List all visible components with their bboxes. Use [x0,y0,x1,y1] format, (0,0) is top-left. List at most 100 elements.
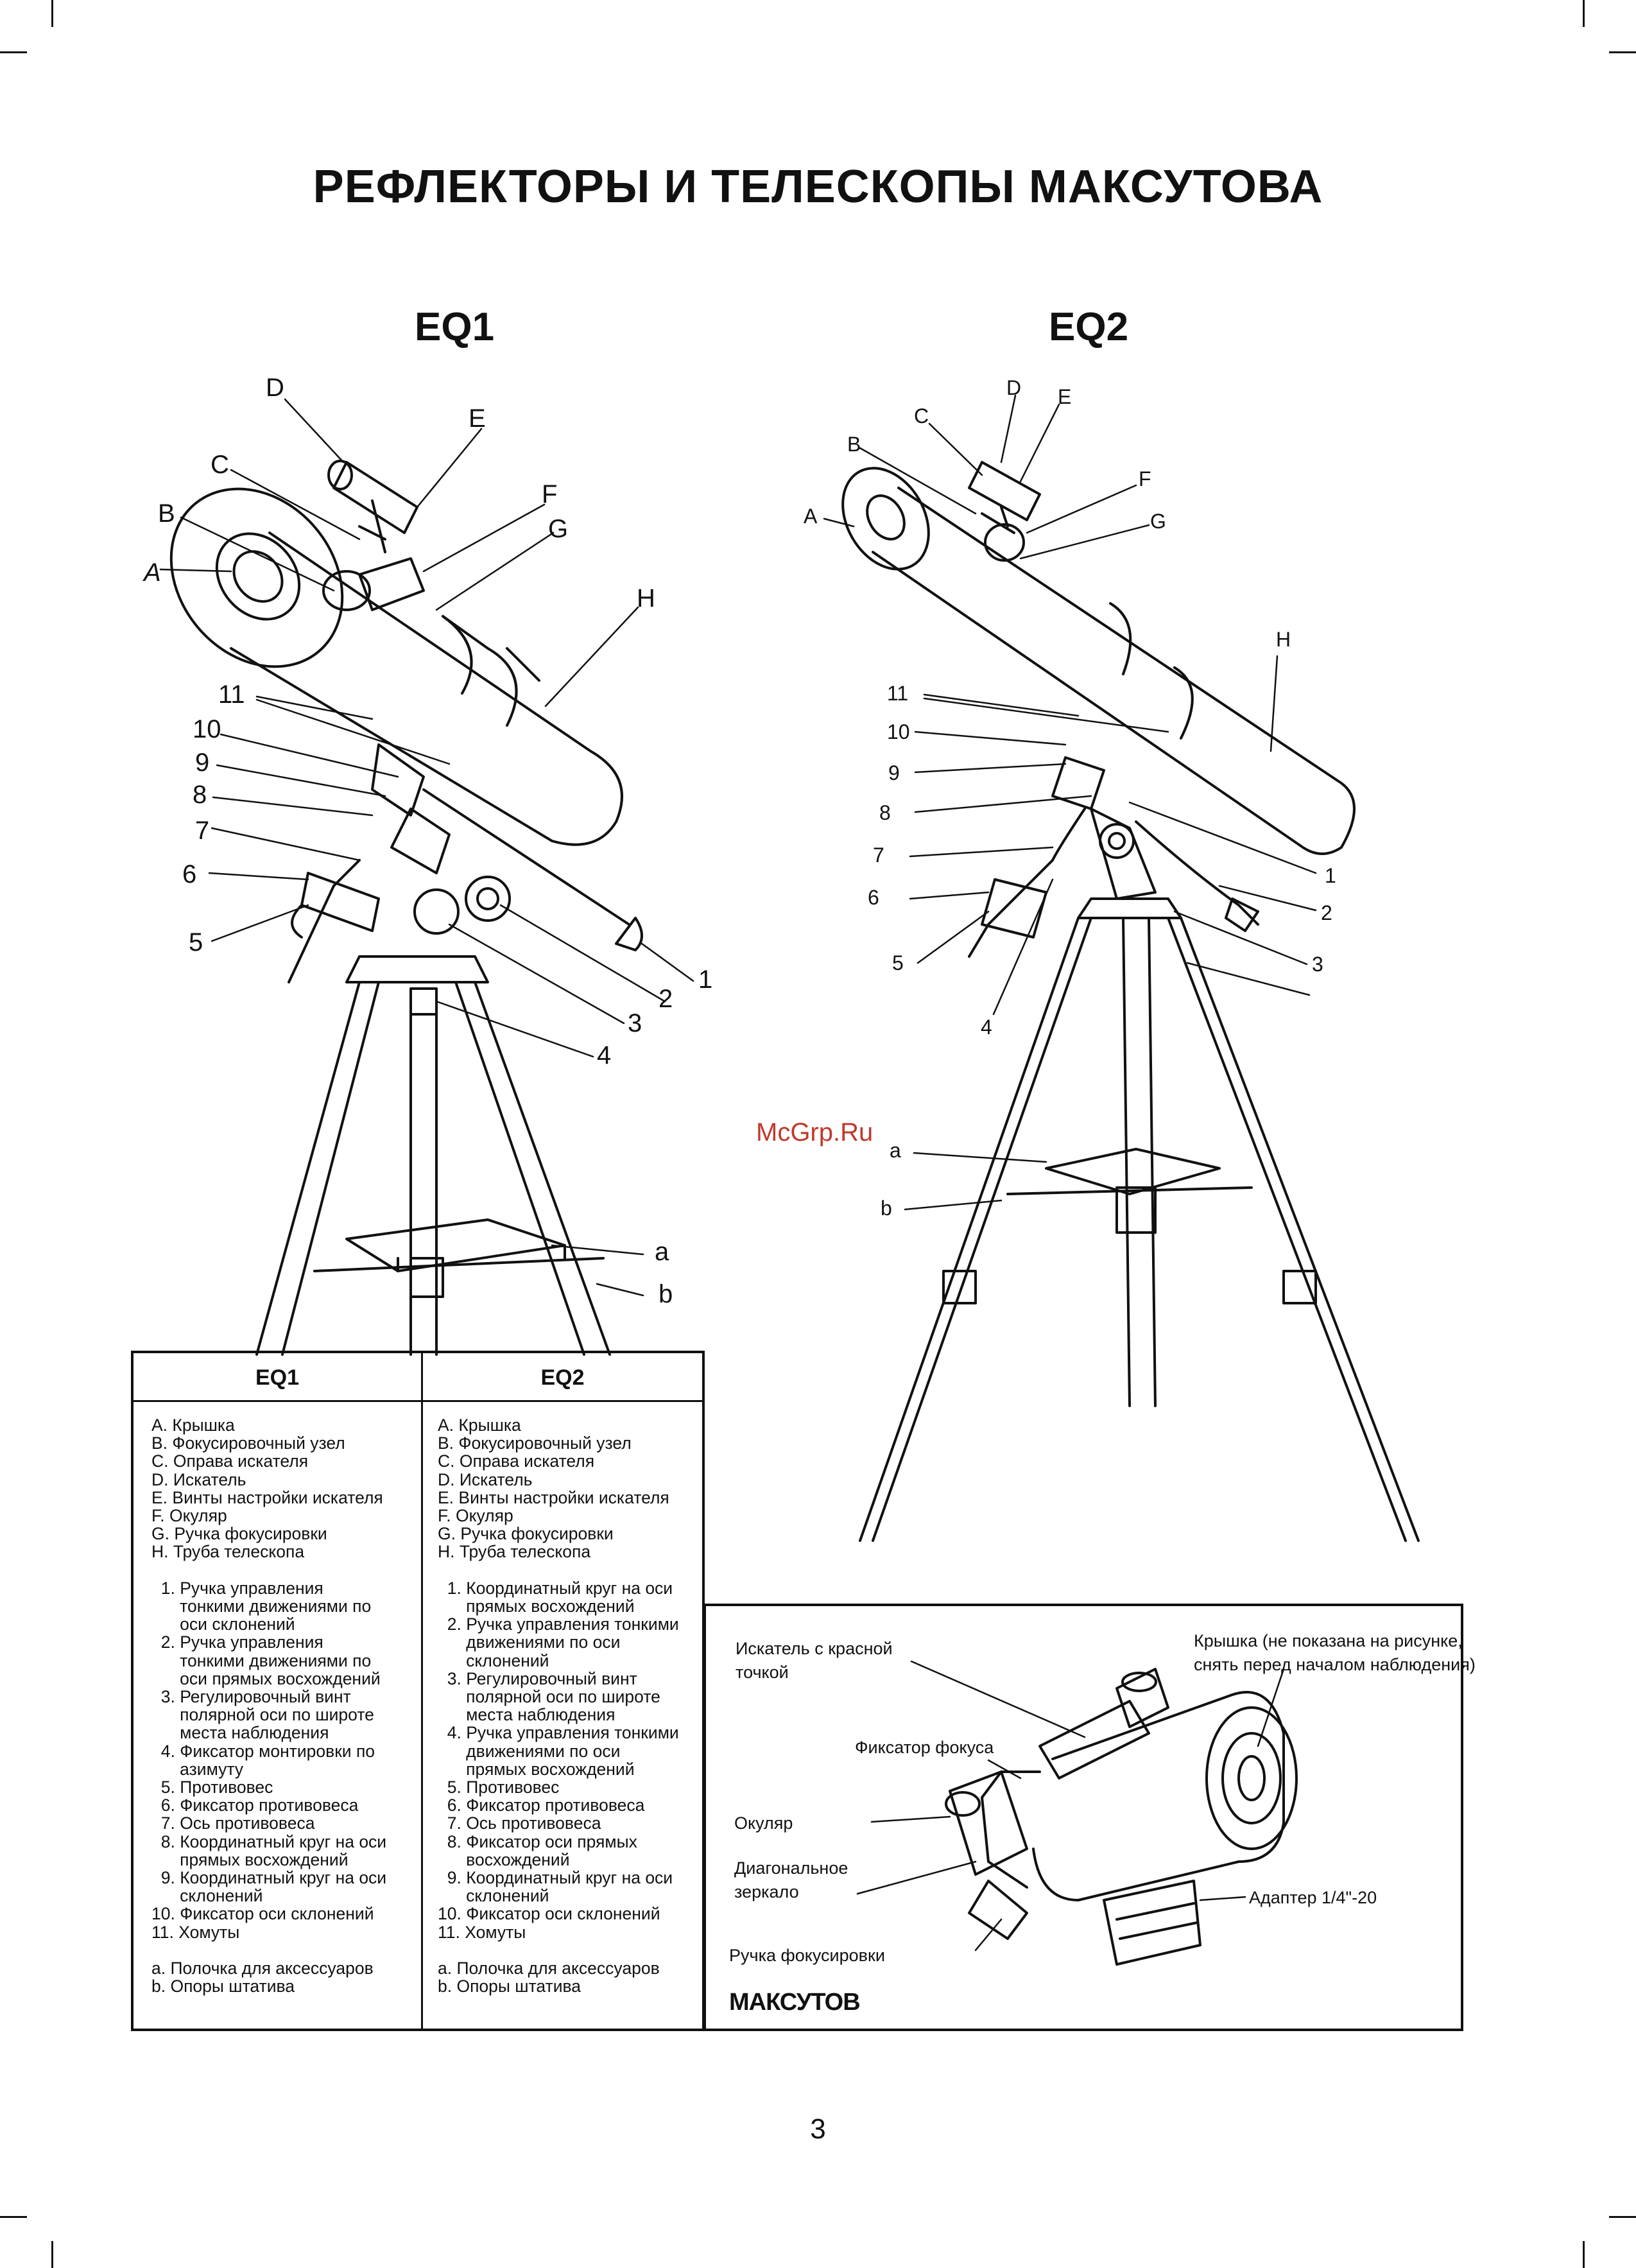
legend-line: тонкими движениями по [151,1650,372,1670]
legend-line: 4. Фиксатор монтировки по [151,1741,375,1761]
legend-line: b. Опоры штатива [438,1977,581,1996]
crop-mark [51,2241,53,2268]
eq2-callout-6: 6 [868,886,879,909]
crop-mark [51,0,53,27]
maksutov-diagonal-label: Диагональное зеркало [734,1858,848,1902]
eq1-callout-6: 6 [182,860,197,888]
crop-mark [0,2216,27,2218]
legend-eq1-header: EQ1 [133,1353,421,1402]
legend-line: D. Искатель [438,1469,533,1489]
eq2-callout-4: 4 [981,1016,992,1039]
watermark: McGrp.Ru [756,1118,874,1147]
eq1-callout-4: 4 [597,1041,612,1069]
legend-line: a. Полочка для аксессуаров [438,1959,660,1978]
legend-line: 8. Фиксатор оси прямых [438,1831,637,1851]
eq2-header: EQ2 [1049,305,1129,349]
eq1-leader-lines [159,398,694,1297]
eq1-callout-5: 5 [189,928,203,957]
eq2-callout-2: 2 [1321,901,1332,924]
page-number: 3 [810,2113,826,2145]
maksutov-cover-label: Крышка (не показана на рисунке, снять пе… [1194,1631,1476,1675]
legend-line: 2. Ручка управления тонкими [438,1614,679,1634]
eq1-callout-10: 10 [193,715,221,743]
eq1-callout-d: D [266,374,284,402]
legend-line: 1. Ручка управления [151,1578,323,1598]
eq1-callout-1: 1 [698,965,713,994]
legend-line: 7. Ось противовеса [438,1814,601,1833]
legend-line: склонений [438,1886,549,1906]
legend-line: G. Ручка фокусировки [438,1524,614,1544]
eq2-telescope-drawing [841,461,1420,1542]
eq1-callout-9: 9 [195,749,210,777]
eq1-telescope-drawing [169,460,643,1356]
maksutov-focus-knob-label: Ручка фокусировки [729,1946,885,1965]
eq1-callout-b-legs: b [659,1280,673,1308]
legend-line: 9. Координатный круг на оси [151,1868,387,1888]
legend-line: 4. Ручка управления тонкими [438,1723,679,1743]
maksutov-focus-lock-label: Фиксатор фокуса [855,1738,994,1757]
legend-line: 3. Регулировочный винт [151,1687,351,1707]
eq2-callout-10: 10 [887,720,910,743]
legend-line: 11. Хомуты [151,1922,240,1942]
eq2-callout-a-shelf: a [890,1139,901,1162]
legend-line: 10. Фиксатор оси склонений [151,1904,374,1924]
legend-line: H. Труба телескопа [438,1542,591,1562]
eq1-callout-f: F [542,480,558,508]
eq2-callout-b: B [847,433,861,456]
maksutov-finder-label: Искатель с красной точкой [736,1639,893,1683]
maksutov-inset: Искатель с красной точкой Крышка (не пок… [703,1604,1476,2031]
legend-line [151,1561,386,1579]
legend-line: D. Искатель [151,1469,246,1489]
eq2-callout-e: E [1058,385,1072,408]
eq1-callout-8: 8 [193,781,207,809]
eq2-callout-d: D [1006,376,1022,399]
eq1-header: EQ1 [415,305,495,349]
eq1-callout-c: C [211,451,229,479]
legend-line: азимуту [151,1759,244,1779]
legend-line: a. Полочка для аксессуаров [151,1959,374,1978]
legend-line: оси прямых восхождений [151,1668,381,1688]
legend-line: b. Опоры штатива [151,1977,295,1996]
legend-line: 9. Координатный круг на оси [438,1868,673,1888]
legend-line: E. Винты настройки искателя [438,1487,669,1507]
eq2-callout-7: 7 [873,844,884,867]
legend-eq2-header: EQ2 [423,1353,702,1402]
legend-line: прямых восхождений [438,1759,635,1779]
legend-line: тонкими движениями по [151,1597,372,1616]
legend-line: 5. Противовес [151,1778,273,1797]
legend-line: 5. Противовес [438,1778,560,1797]
legend-line: F. Окуляр [438,1506,513,1526]
eq2-callout-b-legs: b [881,1197,892,1220]
eq2-callout-a: A [804,505,818,528]
eq2-callout-9: 9 [888,761,900,784]
crop-mark [1609,51,1636,53]
legend-line: E. Винты настройки искателя [151,1487,383,1507]
eq1-callout-2: 2 [659,985,673,1013]
legend-line: F. Окуляр [151,1506,227,1526]
eq2-leader-lines [823,394,1317,1211]
legend-line: места наблюдения [151,1723,329,1743]
legend-line: 10. Фиксатор оси склонений [438,1904,660,1924]
maksutov-adapter-label: Адаптер 1/4"-20 [1249,1888,1377,1907]
eq1-callout-a-shelf: a [655,1238,669,1266]
legend-line: прямых восхождений [438,1597,635,1616]
eq2-callout-g: G [1150,510,1166,533]
legend-line: движениями по оси [438,1741,621,1761]
eq1-callout-h: H [637,584,655,612]
legend-line [438,1561,679,1579]
crop-mark [1583,2241,1585,2268]
legend-line: A. Крышка [151,1415,235,1435]
eq2-callout-h: H [1276,628,1291,651]
maksutov-drawing [945,1668,1298,1966]
legend-line: G. Ручка фокусировки [151,1524,327,1544]
legend-line [438,1941,679,1959]
legend-line: оси склонений [151,1614,295,1634]
eq1-callout-7: 7 [195,817,210,845]
legend-line: H. Труба телескопа [151,1542,305,1562]
legend-line: B. Фокусировочный узел [151,1433,345,1453]
page-title: РЕФЛЕКТОРЫ И ТЕЛЕСКОПЫ МАКСУТОВА [313,161,1323,212]
eq1-callout-g: G [548,515,569,543]
